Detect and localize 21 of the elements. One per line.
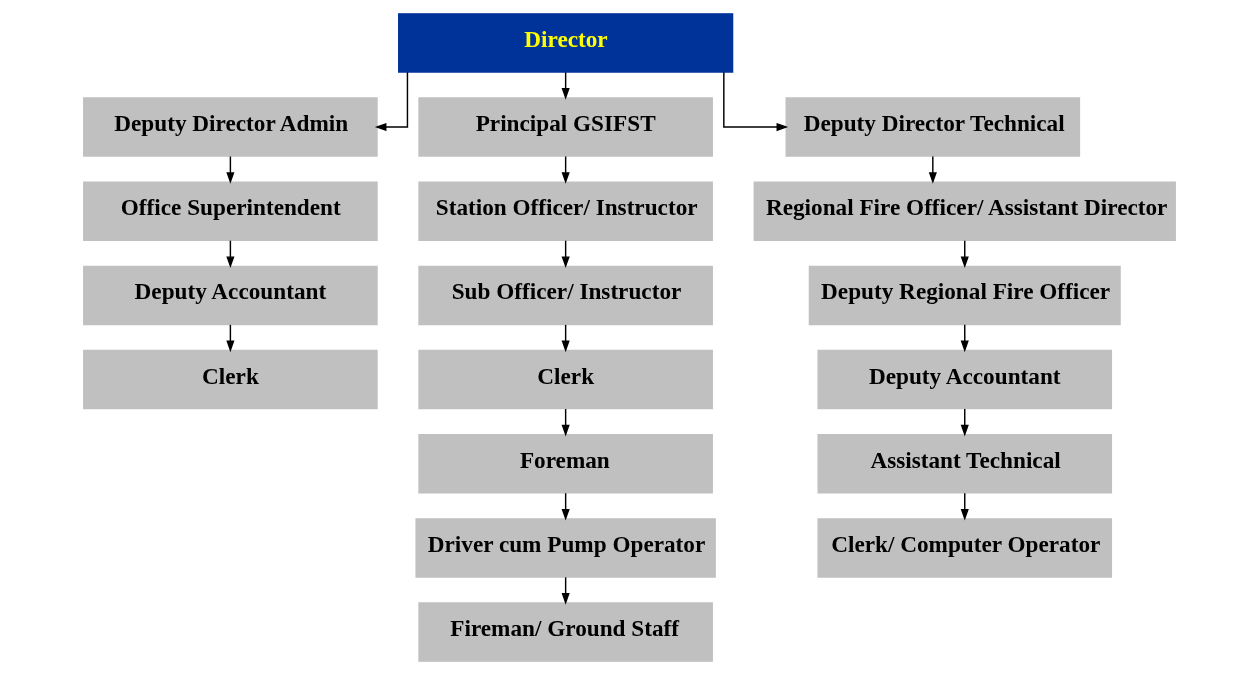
- arrow: [374, 71, 408, 132]
- node-box: Clerk: [82, 349, 378, 410]
- arrow: [928, 155, 937, 184]
- node-box: Fireman/ Ground Staff: [417, 602, 713, 662]
- node-box: Deputy Accountant: [82, 265, 378, 326]
- node-box: Deputy Director Admin: [82, 97, 378, 157]
- node-box: Driver cum Pump Operator: [414, 518, 716, 578]
- node-box: Assistant Technical: [816, 434, 1112, 494]
- node-box: Sub Officer/ Instructor: [417, 265, 713, 326]
- node-box: Regional Fire Officer/ Assistant Director: [753, 181, 1176, 241]
- node-box: Deputy Regional Fire Officer: [808, 265, 1121, 326]
- node-box: Clerk/ Computer Operator: [816, 518, 1112, 578]
- node-box: Office Superintendent: [82, 181, 378, 241]
- node-box: Foreman: [417, 434, 713, 494]
- node-box: Director: [397, 13, 733, 73]
- node-box: Deputy Director Technical: [785, 97, 1080, 157]
- arrow: [722, 71, 788, 132]
- node-box: Clerk: [417, 349, 713, 410]
- node-box: Deputy Accountant: [816, 349, 1112, 410]
- node-box: Station Officer/ Instructor: [417, 181, 713, 241]
- node-box: Principal GSIFST: [417, 97, 713, 157]
